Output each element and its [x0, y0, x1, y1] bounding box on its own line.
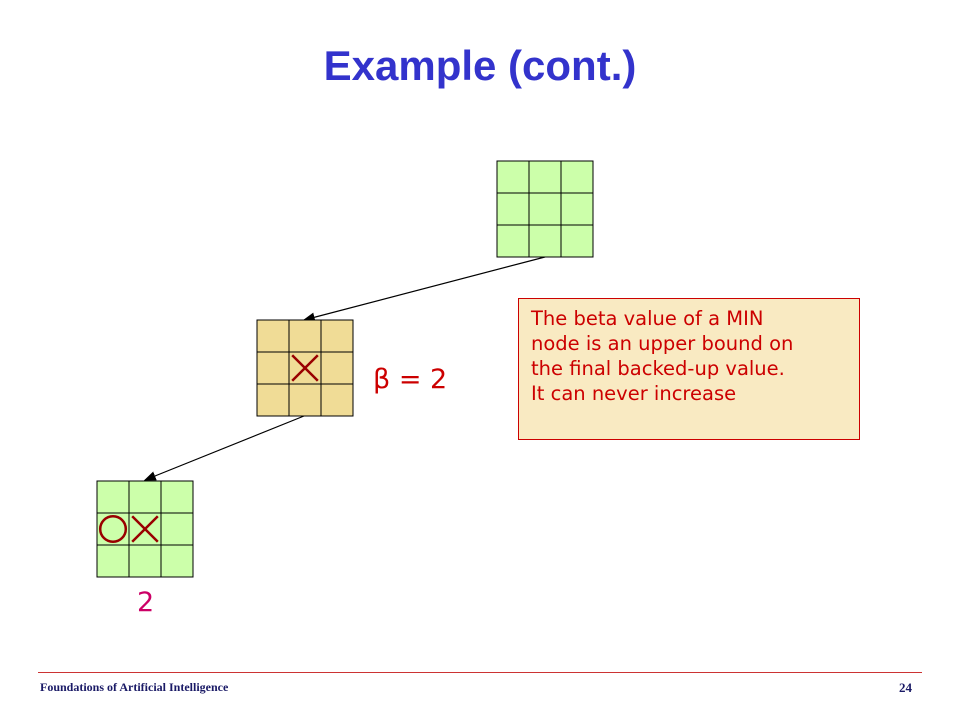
board-cell	[528, 160, 562, 194]
board-cell	[528, 192, 562, 226]
board-cell	[560, 224, 594, 258]
edge-root-to-min	[302, 256, 546, 322]
leaf-value: 2	[137, 587, 154, 618]
x-mark	[291, 354, 319, 382]
footer-divider	[38, 672, 922, 673]
board-cell	[256, 351, 290, 385]
board-cell	[320, 319, 354, 353]
leaf-board	[96, 480, 194, 578]
board-cell	[320, 351, 354, 385]
board-cell	[288, 319, 322, 353]
board-cell	[160, 544, 194, 578]
root-board	[496, 160, 594, 258]
board-cell	[560, 192, 594, 226]
note-line: node is an upper bound on	[531, 332, 794, 355]
x-mark	[131, 515, 159, 543]
board-cell	[496, 224, 530, 258]
board-cell	[560, 160, 594, 194]
beta-label: β = 2	[373, 364, 447, 395]
board-cell	[160, 512, 194, 546]
footer-course-title: Foundations of Artificial Intelligence	[40, 680, 229, 694]
board-cell	[320, 383, 354, 417]
page-number: 24	[899, 680, 912, 695]
board-cell	[128, 544, 162, 578]
board-cell	[256, 319, 290, 353]
board-cell	[96, 480, 130, 514]
edge-min-to-leaf	[143, 415, 305, 481]
note-line: the final backed-up value.	[531, 357, 785, 380]
note-box: The beta value of a MIN node is an upper…	[518, 298, 860, 440]
board-cell	[160, 480, 194, 514]
min-node-board	[256, 319, 354, 417]
note-line: It can never increase	[531, 382, 737, 405]
board-cell	[528, 224, 562, 258]
board-cell	[128, 480, 162, 514]
board-cell	[496, 192, 530, 226]
note-line: The beta value of a MIN	[531, 307, 764, 330]
board-cell	[288, 383, 322, 417]
board-cell	[256, 383, 290, 417]
board-cell	[96, 512, 130, 546]
board-cell	[96, 544, 130, 578]
o-mark	[98, 514, 128, 544]
slide-title: Example (cont.)	[323, 42, 637, 89]
board-cell	[496, 160, 530, 194]
